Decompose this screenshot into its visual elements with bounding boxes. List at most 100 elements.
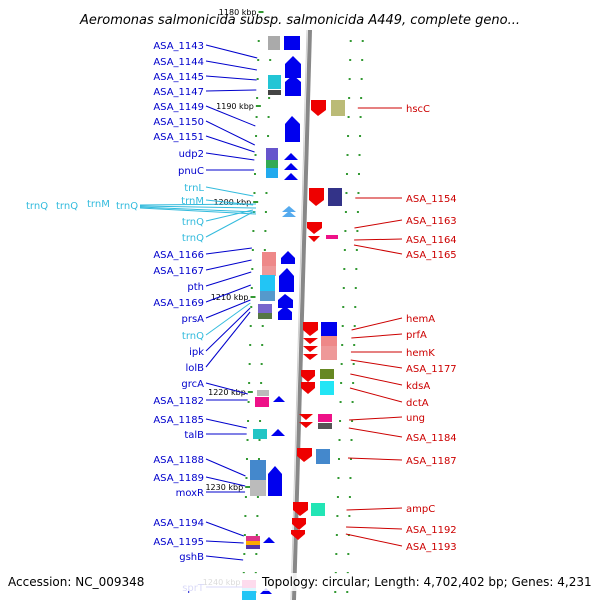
- feature-block: [328, 188, 342, 206]
- feature-block: [321, 346, 337, 360]
- feature-block: [320, 369, 334, 379]
- feature-arrow: [292, 518, 306, 530]
- gene-label: ASA_1195: [153, 537, 204, 548]
- gene-label: ASA_1169: [153, 298, 204, 309]
- gene-label: trnL: [184, 183, 204, 194]
- gene-label: trnQ: [182, 233, 204, 244]
- topology-summary: Topology: circular; Length: 4,702,402 bp…: [261, 575, 592, 589]
- gene-label: dctA: [406, 398, 429, 409]
- feature-block: [246, 541, 260, 545]
- label-connector: [351, 333, 403, 339]
- label-connector: [205, 247, 252, 255]
- label-connector: [347, 457, 403, 461]
- gene-label: ampC: [406, 504, 435, 515]
- right-features[interactable]: [291, 100, 345, 540]
- accession-text: Accession: NC_009348: [8, 575, 144, 589]
- label-connector: [205, 271, 252, 287]
- feature-arrow: [311, 100, 326, 116]
- gene-label: ung: [406, 413, 425, 424]
- feature-block: [262, 266, 276, 276]
- ruler-tick: [250, 296, 256, 298]
- feature-block: [258, 304, 272, 313]
- left-gene-labels[interactable]: ASA_1143ASA_1144ASA_1145ASA_1147ASA_1149…: [153, 41, 205, 594]
- label-connector: [354, 219, 403, 229]
- ruler-label: 1210 kbp: [211, 293, 249, 302]
- label-connector: [205, 60, 257, 71]
- feature-arrow: [301, 382, 315, 394]
- gene-label: lolB: [185, 363, 204, 374]
- feature-block: [266, 148, 278, 160]
- gene-label: prsA: [181, 314, 204, 325]
- trna-cluster-labels[interactable]: trnQ trnQ trnM trnQ: [26, 199, 257, 215]
- gene-label: ASA_1189: [153, 473, 204, 484]
- gene-label: talB: [184, 430, 204, 441]
- label-connector: [205, 555, 244, 561]
- feature-arrow: [278, 294, 293, 308]
- gene-label: hscC: [406, 104, 430, 115]
- feature-block: [258, 313, 272, 319]
- right-connector-lines: [345, 107, 403, 547]
- ruler-tick: [247, 391, 253, 393]
- gene-label: ASA_1165: [406, 250, 457, 261]
- label-connector: [205, 135, 255, 153]
- label-connector: [205, 418, 247, 429]
- label-connector: [205, 105, 256, 127]
- footer-bg: [0, 573, 600, 591]
- feature-arrow: [281, 251, 295, 264]
- label-connector: [346, 507, 403, 511]
- label-connector: [205, 120, 255, 146]
- feature-block: [318, 423, 332, 429]
- feature-block: [268, 36, 280, 50]
- label-connector: [354, 238, 403, 241]
- label-connector: [205, 307, 251, 352]
- feature-block: [246, 545, 260, 549]
- feature-arrow: [278, 306, 292, 320]
- label-connector: [346, 526, 403, 530]
- gene-label: ASA_1144: [153, 57, 204, 68]
- feature-block: [266, 160, 278, 168]
- right-gene-labels[interactable]: hscCASA_1154ASA_1163ASA_1164ASA_1165hemA…: [406, 104, 457, 553]
- feature-block: [326, 235, 338, 239]
- feature-arrow: [285, 116, 300, 142]
- feature-arrow: [301, 370, 315, 382]
- gene-label: ASA_1182: [153, 396, 204, 407]
- feature-block: [253, 429, 267, 439]
- gene-label: ASA_1193: [406, 542, 457, 553]
- gene-label: pnuC: [178, 166, 204, 177]
- gene-label: trnQ: [182, 217, 204, 228]
- feature-block: [250, 460, 266, 480]
- label-connector: [205, 458, 246, 477]
- feature-block: [316, 449, 330, 464]
- feature-arrow: [303, 322, 318, 336]
- label-connector: [205, 186, 254, 197]
- trna-connector: [139, 205, 257, 209]
- ruler-label: 1180 kbp: [219, 8, 257, 17]
- label-connector: [351, 317, 403, 331]
- ruler-tick: [245, 486, 251, 488]
- ruler-label: 1220 kbp: [208, 388, 246, 397]
- gene-label: grcA: [181, 379, 204, 390]
- ruler-label: 1230 kbp: [205, 483, 243, 492]
- feature-block: [331, 100, 345, 116]
- ruler-tick: [255, 105, 261, 107]
- feature-arrow: [273, 396, 285, 402]
- gene-label: ASA_1151: [153, 132, 204, 143]
- gene-label: ASA_1163: [406, 216, 457, 227]
- gene-label: udp2: [179, 149, 204, 160]
- ruler-label: 1190 kbp: [216, 102, 254, 111]
- feature-arrow: [308, 236, 320, 242]
- gene-label: pth: [187, 282, 204, 293]
- feature-block: [268, 90, 281, 95]
- label-connector: [350, 373, 403, 386]
- feature-arrow: [284, 173, 298, 180]
- ruler-tick: [258, 11, 264, 13]
- gene-label: hemK: [406, 348, 435, 359]
- left-connector-lines: [205, 44, 258, 588]
- feature-block: [246, 536, 260, 541]
- feature-arrow: [285, 56, 301, 78]
- gene-label: ASA_1166: [153, 250, 204, 261]
- gene-label: ASA_1149: [153, 102, 204, 113]
- left-features[interactable]: [242, 36, 301, 600]
